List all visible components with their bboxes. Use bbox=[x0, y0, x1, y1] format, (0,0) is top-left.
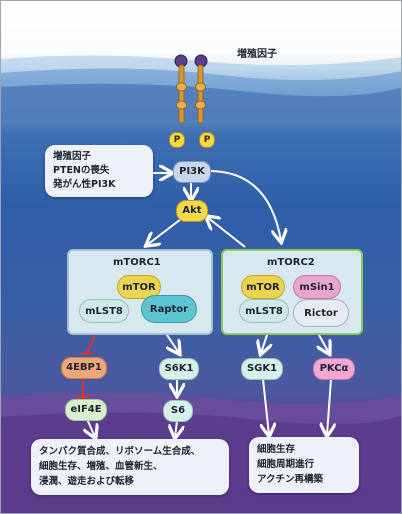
upstream-activators-box: 増殖因子 PTENの喪失 発がん性PI3K bbox=[45, 145, 153, 197]
mtorc2-mlst8: mLST8 bbox=[239, 299, 289, 323]
mtorc1-complex: mTORC1 mTOR mLST8 Raptor bbox=[67, 249, 213, 335]
outcome-right-line-1: 細胞生存 bbox=[257, 444, 296, 455]
eif4e-node: eIF4E bbox=[65, 399, 107, 421]
upstream-line-3: 発がん性PI3K bbox=[53, 179, 116, 190]
mtorc1-title: mTORC1 bbox=[113, 257, 161, 268]
receptor-icon bbox=[174, 54, 208, 124]
upstream-line-1: 増殖因子 bbox=[53, 151, 92, 162]
phosphate-left: P bbox=[169, 132, 185, 148]
outcome-mtorc1-box: タンパク質合成、リボソーム生合成、 細胞生存、増殖、血管新生、 浸潤、遊走および… bbox=[31, 439, 229, 495]
mtorc2-msin1: mSin1 bbox=[293, 275, 341, 299]
mtorc1-raptor: Raptor bbox=[141, 295, 197, 323]
growth-factor-label: 増殖因子 bbox=[237, 49, 277, 60]
mtorc1-mlst8: mLST8 bbox=[79, 299, 129, 323]
outcome-right-line-3: アクチン再構築 bbox=[257, 474, 324, 485]
s6k1-node: S6K1 bbox=[159, 358, 199, 380]
pi3k-node: PI3K bbox=[173, 161, 211, 183]
mtorc2-complex: mTORC2 mTOR mSin1 mLST8 Rictor bbox=[221, 249, 363, 335]
mtorc2-rictor: Rictor bbox=[293, 299, 349, 327]
upstream-line-2: PTENの喪失 bbox=[53, 165, 110, 176]
4ebp1-node: 4EBP1 bbox=[61, 357, 107, 379]
akt-node: Akt bbox=[176, 200, 208, 222]
s6-node: S6 bbox=[163, 400, 193, 422]
pkc-alpha-node: PKCα bbox=[313, 358, 355, 380]
mtorc2-mtor: mTOR bbox=[241, 275, 285, 299]
outcome-right-line-2: 細胞周期進行 bbox=[257, 459, 315, 470]
outcome-left-line-3: 浸潤、遊走および転移 bbox=[39, 476, 135, 487]
phosphate-right: P bbox=[199, 132, 215, 148]
sgk1-node: SGK1 bbox=[241, 358, 283, 380]
outcome-mtorc2-box: 細胞生存 細胞周期進行 アクチン再構築 bbox=[249, 437, 359, 493]
outcome-left-line-1: タンパク質合成、リボソーム生合成、 bbox=[39, 446, 201, 457]
mtorc2-title: mTORC2 bbox=[267, 257, 315, 268]
outcome-left-line-2: 細胞生存、増殖、血管新生、 bbox=[39, 461, 163, 472]
